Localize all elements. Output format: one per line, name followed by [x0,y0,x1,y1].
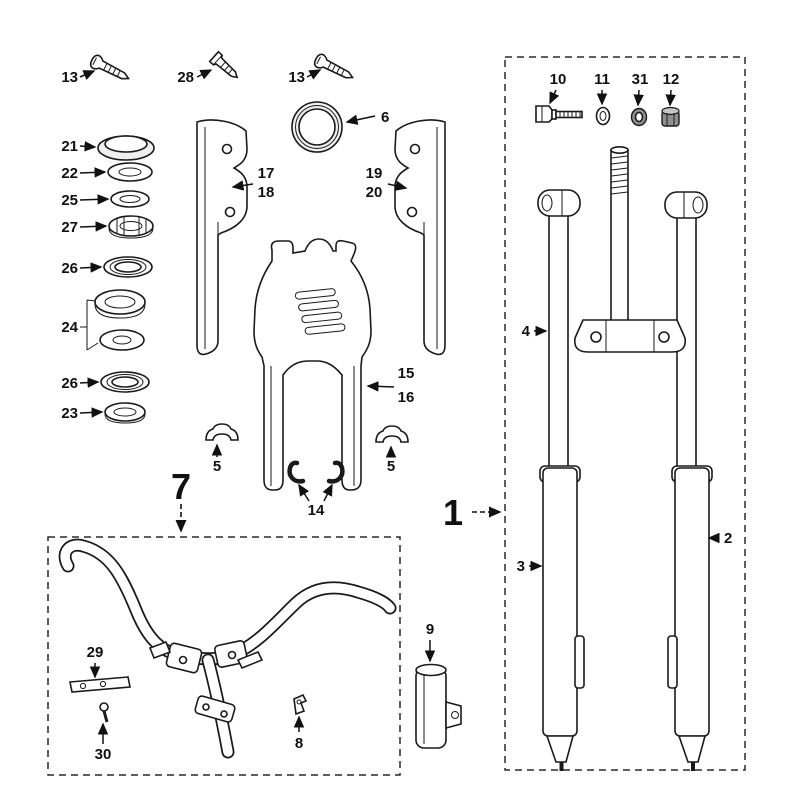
washer-31 [630,107,648,127]
label-9: 9 [426,621,434,638]
arrow-19-20 [387,180,408,191]
arrow-6 [345,114,376,125]
cover-right-19-20 [394,119,446,356]
arrow-31 [633,89,644,107]
label-3: 3 [517,558,525,575]
callout-arrows [79,69,720,744]
arrow-27 [79,221,108,232]
arrow-10 [549,89,560,105]
screw-13-right [313,53,355,79]
arrow-22 [79,167,107,178]
screw-13-left [89,54,131,80]
ring-22 [107,162,153,182]
label-28: 28 [177,69,194,86]
label-10: 10 [550,71,567,88]
cone-24-lower [99,329,145,351]
screw-28 [208,50,239,79]
bracket-line-24 [80,299,99,351]
arrow-15-16 [366,381,395,392]
label-26-lower: 26 [61,375,78,392]
label-15: 15 [398,365,415,382]
arrow-26-lower [79,377,100,388]
washer-11 [595,106,611,126]
fork-crown [573,319,687,353]
cover-left-17-18 [196,119,248,356]
label-26-upper: 26 [61,260,78,277]
spring-14-right [326,460,345,484]
ring-6 [291,101,343,153]
ring-25 [110,190,150,208]
callout-labels: 13 28 13 6 21 22 25 27 26 24 26 23 17 18… [61,69,732,763]
nut-27 [108,215,154,239]
label-22: 22 [61,165,78,182]
clamp-5-left [205,423,239,441]
arrow-21 [79,141,97,152]
cap-21 [97,135,155,161]
label-27: 27 [61,219,78,236]
bracket-29 [69,676,131,693]
arrow-14-right [322,483,333,502]
bolt-10 [535,105,583,123]
label-16: 16 [398,389,415,406]
fork-assembly-box [504,56,746,771]
spring-14-left [287,460,306,484]
ring-23 [104,402,146,424]
arrow-17-18 [231,180,254,191]
label-31: 31 [632,71,649,88]
arrow-26-upper [79,262,103,273]
label-25: 25 [61,192,78,209]
screw-30 [99,702,109,723]
fork-slider-right [667,465,713,771]
label-21: 21 [61,138,78,155]
fork-assembly [535,105,713,771]
handlebar-assembly-box [47,536,401,776]
cover-center-15-16 [253,238,372,491]
label-29: 29 [87,644,104,661]
label-30: 30 [95,746,112,763]
label-13-left: 13 [61,69,78,86]
arrow-23 [79,407,104,418]
label-4: 4 [522,323,531,340]
bracket-9 [415,663,462,749]
label-14: 14 [308,502,325,519]
label-7: 7 [171,466,191,507]
label-6: 6 [381,109,389,126]
handlebar [58,538,397,666]
cup-24-upper [94,289,146,319]
label-12: 12 [663,71,680,88]
arrow-12 [665,89,676,107]
bearing-26-upper [103,256,153,278]
handlebar-stem [148,640,264,759]
label-23: 23 [61,405,78,422]
arrow-28 [196,69,213,80]
cover-grille-slots [294,288,346,335]
fork-slider-left [539,465,585,771]
label-13-right: 13 [288,69,305,86]
arrow-25 [79,194,110,205]
label-18: 18 [258,184,275,201]
bearing-26-lower [100,371,150,393]
label-20: 20 [366,184,383,201]
label-8: 8 [295,735,303,752]
arrow-13-left [79,70,96,80]
label-17: 17 [258,165,275,182]
clamp-5-right [375,425,409,443]
clip-8 [293,693,308,716]
label-24: 24 [61,319,78,336]
label-1: 1 [443,492,463,533]
fork-tube-left-upper [537,189,581,471]
label-11: 11 [594,71,610,88]
arrow-14-left [298,483,310,502]
arrow-13-right [306,69,322,80]
fork-tube-right-upper [664,191,708,471]
label-2: 2 [724,530,732,547]
nut-12 [661,106,680,127]
headset-stack [94,135,155,424]
label-19: 19 [366,165,383,182]
steerer-tube [610,146,629,329]
label-5-left: 5 [213,458,221,475]
label-5-right: 5 [387,458,395,475]
